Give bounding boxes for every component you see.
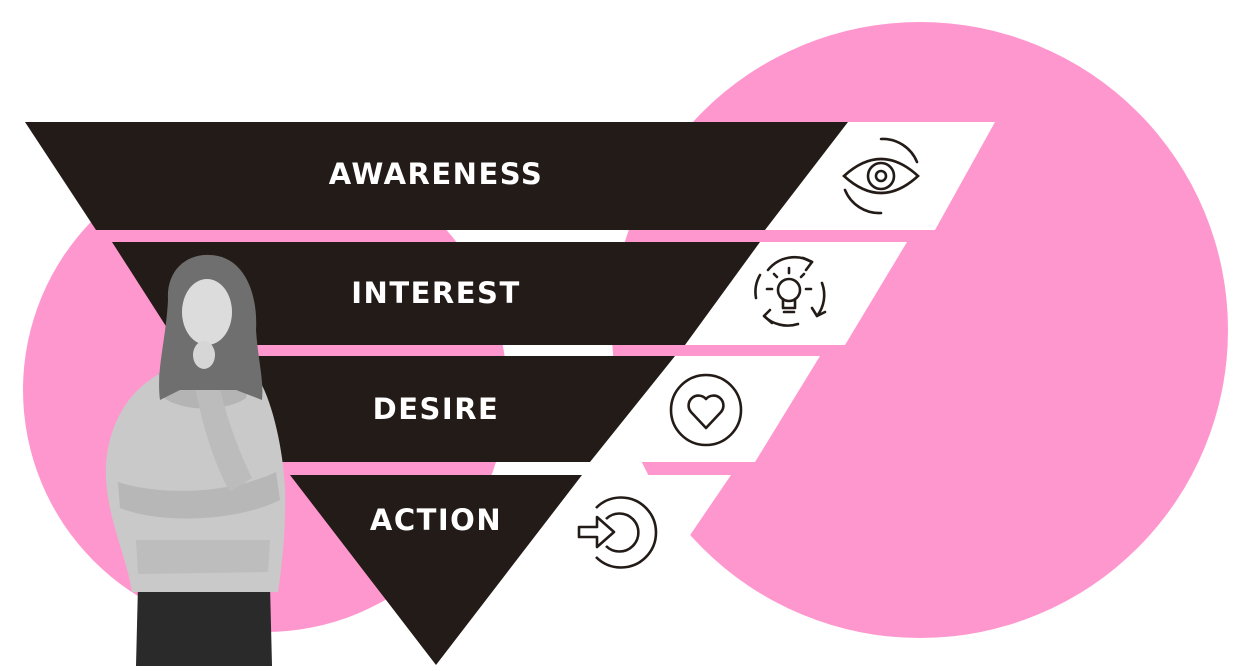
heart-icon [669,373,743,447]
eye-icon [842,137,920,215]
funnel-band-interest [112,242,760,345]
funnel-band-desire [190,356,675,462]
stage-label-action: ACTION [370,503,502,537]
stage-label-awareness: AWARENESS [329,157,543,191]
lightbulb-cycle-icon [754,255,827,327]
stage-label-interest: INTEREST [351,276,520,310]
funnel-band-awareness [25,122,848,230]
thinking-woman-photo [105,254,286,666]
enter-arrow-icon [577,496,658,569]
stage-label-desire: DESIRE [373,392,500,426]
funnel-band-action [290,475,582,665]
